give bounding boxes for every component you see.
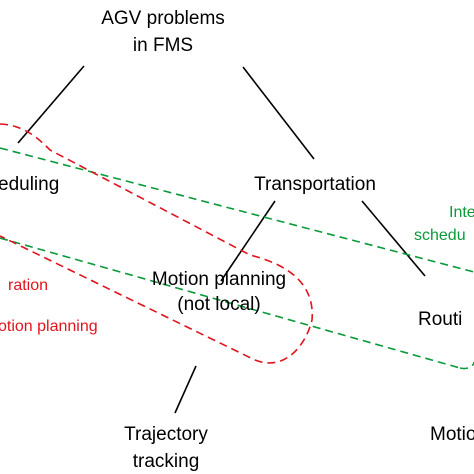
integration-motion-region <box>0 123 313 364</box>
edge-transportation-routing <box>361 200 426 277</box>
node-motion-planning-line1: Motion planning <box>152 269 286 290</box>
node-trajectory-tracking: Trajectory tracking <box>124 424 208 472</box>
node-scheduling: eduling <box>0 174 59 195</box>
node-trajectory-tracking-line1: Trajectory <box>124 424 208 445</box>
integration-scheduling-outline-lower <box>0 237 461 369</box>
edge-transportation-motion-planning <box>220 200 276 282</box>
node-motion-planning-line2: (not local) <box>177 294 260 315</box>
node-root: AGV problems in FMS <box>101 8 225 56</box>
node-transportation: Transportation <box>254 174 376 195</box>
node-trajectory-tracking-line2: tracking <box>133 451 200 472</box>
annotation-red-line1: ration <box>8 277 48 294</box>
node-root-line2: in FMS <box>133 35 193 56</box>
annotation-red-line2: otion planning <box>0 318 98 335</box>
annotation-green: Inte schedu <box>414 204 474 244</box>
edge-motion-planning-trajectory-tracking <box>174 365 197 414</box>
node-motion-planning: Motion planning (not local) <box>152 269 286 315</box>
integration-scheduling-end-hook <box>459 361 474 370</box>
edge-root-transportation <box>242 66 315 160</box>
edge-root-scheduling <box>17 65 85 144</box>
integration-motion-outline <box>0 123 313 364</box>
node-motion-right: Motio <box>430 424 474 445</box>
annotation-green-line2: schedu <box>414 227 466 244</box>
node-root-line1: AGV problems <box>101 8 225 29</box>
hierarchy-edges <box>17 65 426 414</box>
integration-scheduling-outline-upper <box>0 147 474 273</box>
annotation-green-line1: Inte <box>449 204 474 221</box>
annotation-red: ration otion planning <box>0 277 98 335</box>
node-routing: Routi <box>418 309 462 330</box>
